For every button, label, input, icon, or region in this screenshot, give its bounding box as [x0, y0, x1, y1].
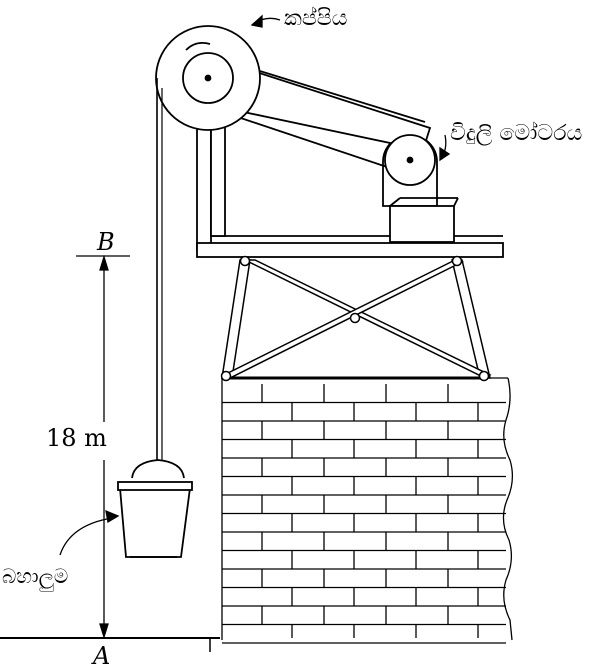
bucket [117, 459, 193, 558]
height-dimension [76, 254, 130, 640]
height-label: 18 m [46, 424, 107, 452]
point-a-label: A [91, 642, 110, 666]
large-pulley [155, 25, 261, 131]
pulley-label: කප්පිය [284, 6, 347, 31]
brick-wall [221, 377, 514, 644]
leader-arrows [59, 14, 451, 556]
motor-label: විදුලි මෝටරය [450, 121, 582, 146]
point-b-label: B [96, 228, 115, 256]
motor-pulley [384, 134, 436, 186]
truss [220, 255, 492, 382]
bucket-label: බහාලුම [2, 564, 68, 591]
